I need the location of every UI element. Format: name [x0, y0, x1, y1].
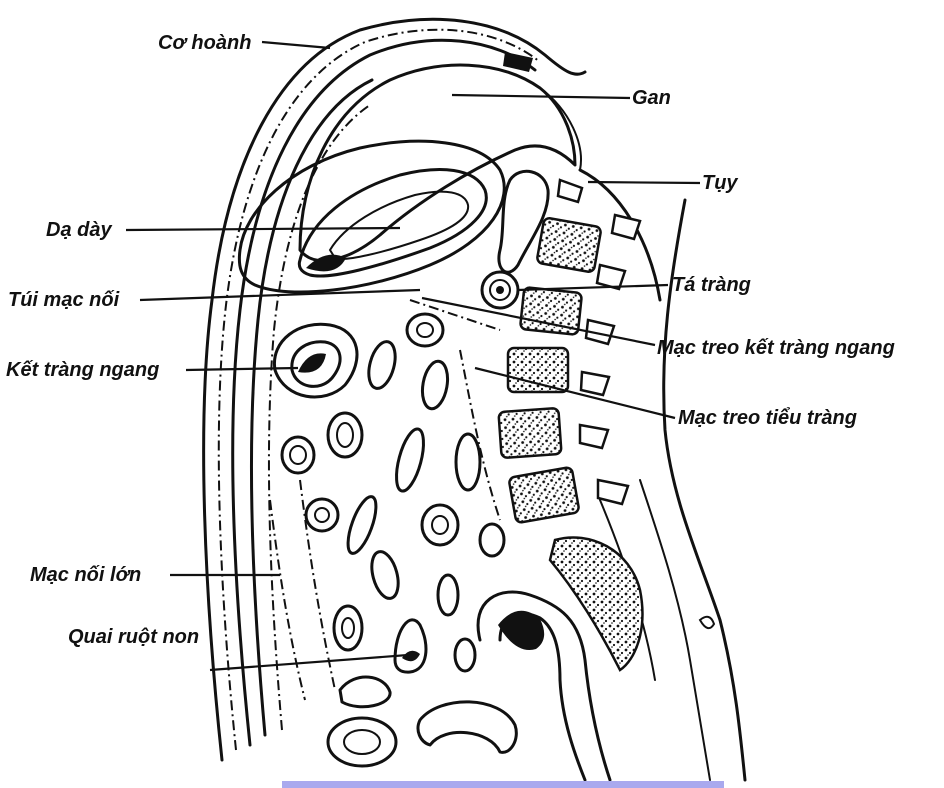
label-ta-trang: Tá tràng [672, 275, 751, 295]
rectum-loop [478, 592, 610, 780]
stomach [239, 141, 504, 292]
label-quai-ruot-non: Quai ruột non [68, 627, 199, 647]
label-mac-treo-ket-trang-ngang: Mạc treo kết tràng ngang [657, 338, 895, 358]
label-gan: Gan [632, 88, 671, 108]
label-tui-mac-noi: Túi mạc nối [8, 290, 119, 310]
vertebral-column [498, 170, 745, 780]
label-ket-trang-ngang: Kết tràng ngang [6, 360, 159, 380]
label-da-day: Dạ dày [46, 220, 112, 240]
small-intestine-loops [282, 314, 516, 766]
duodenum [482, 272, 518, 308]
label-co-hoanh: Cơ hoành [158, 33, 251, 53]
label-mac-noi-lon: Mạc nối lớn [30, 565, 141, 585]
label-tuy: Tụy [702, 173, 738, 193]
transverse-colon [274, 324, 357, 397]
bottom-bar [282, 781, 724, 788]
label-mac-treo-tieu-trang: Mạc treo tiểu tràng [678, 408, 857, 428]
